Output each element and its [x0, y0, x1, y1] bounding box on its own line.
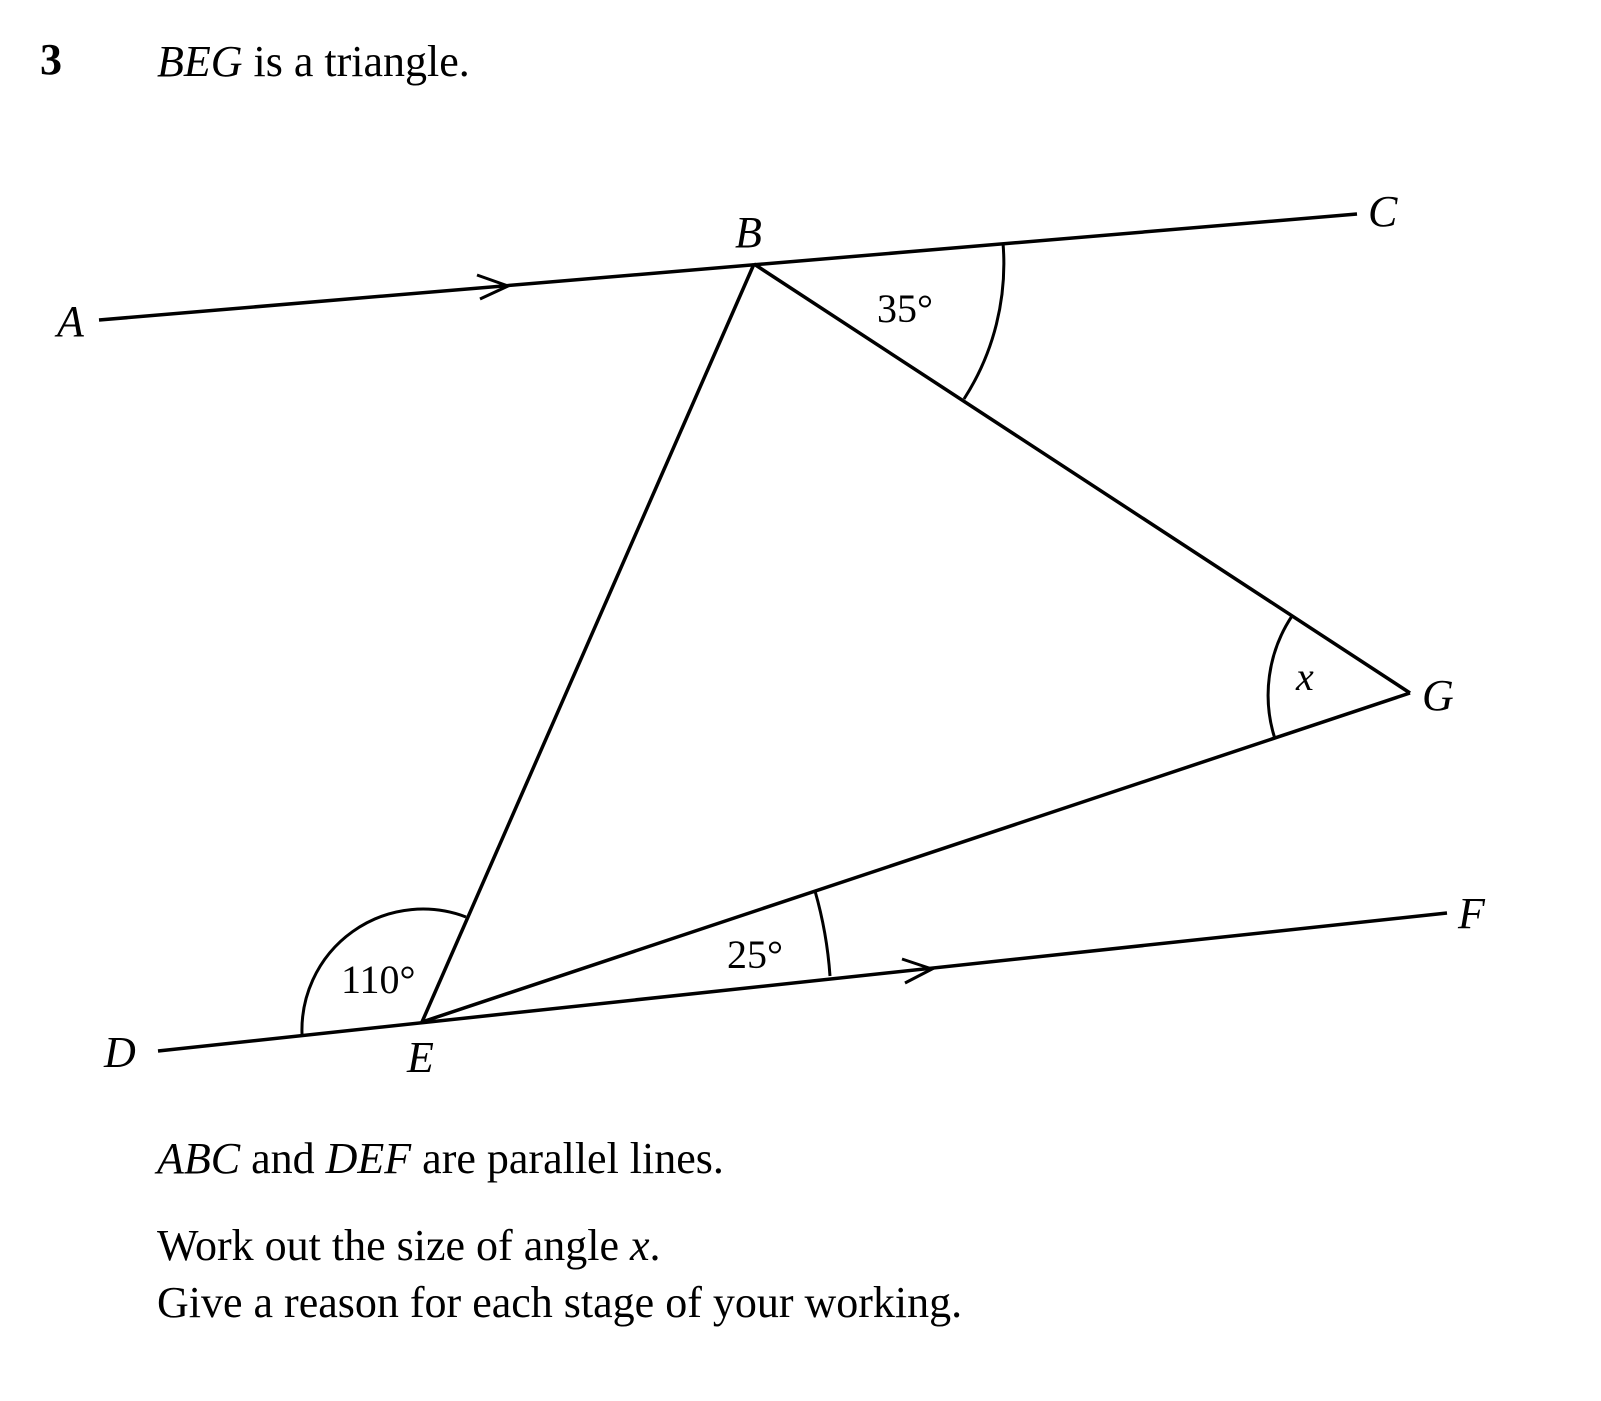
line-abc [98, 212, 1358, 322]
angle-label-deb: 110° [341, 957, 416, 1002]
parallel-rest-text: are parallel lines. [411, 1134, 724, 1183]
point-label-e: E [406, 1033, 434, 1082]
side-eg [421, 691, 1411, 1024]
point-label-c: C [1368, 187, 1398, 236]
angle-arc-gef [813, 890, 832, 977]
task-suffix: . [649, 1221, 661, 1270]
point-label-f: F [1457, 889, 1486, 938]
question-intro: BEG is a triangle. [157, 40, 470, 84]
parallel-and-text: and [240, 1134, 326, 1183]
reason-statement: Give a reason for each stage of your wor… [157, 1278, 963, 1327]
task-statement: Work out the size of angle x. [157, 1224, 661, 1268]
line-def [157, 911, 1448, 1053]
task-variable: x [629, 1221, 650, 1270]
line-name-def: DEF [325, 1134, 412, 1183]
angle-label-x: x [1295, 654, 1314, 699]
side-bg [753, 262, 1411, 695]
question-number: 3 [40, 35, 62, 84]
point-label-d: D [103, 1028, 136, 1077]
parallel-statement: ABC and DEF are parallel lines. [157, 1137, 724, 1181]
task-prefix: Work out the size of angle [157, 1221, 630, 1270]
triangle-name: BEG [157, 37, 243, 86]
line-name-abc: ABC [157, 1134, 241, 1183]
point-label-g: G [1422, 671, 1454, 720]
parallel-arrow-abc [476, 273, 512, 301]
angle-label-cbg: 35° [877, 286, 933, 331]
side-be [420, 263, 756, 1023]
point-label-a: A [54, 297, 85, 346]
angle-arc-deb [300, 907, 467, 1035]
intro-text: is a triangle. [242, 37, 470, 86]
parallel-arrow-def [901, 957, 936, 985]
angle-arc-cbg [962, 242, 1006, 400]
angle-arc-bge [1266, 615, 1294, 740]
angle-label-gef: 25° [727, 932, 783, 977]
point-label-b: B [735, 208, 762, 257]
